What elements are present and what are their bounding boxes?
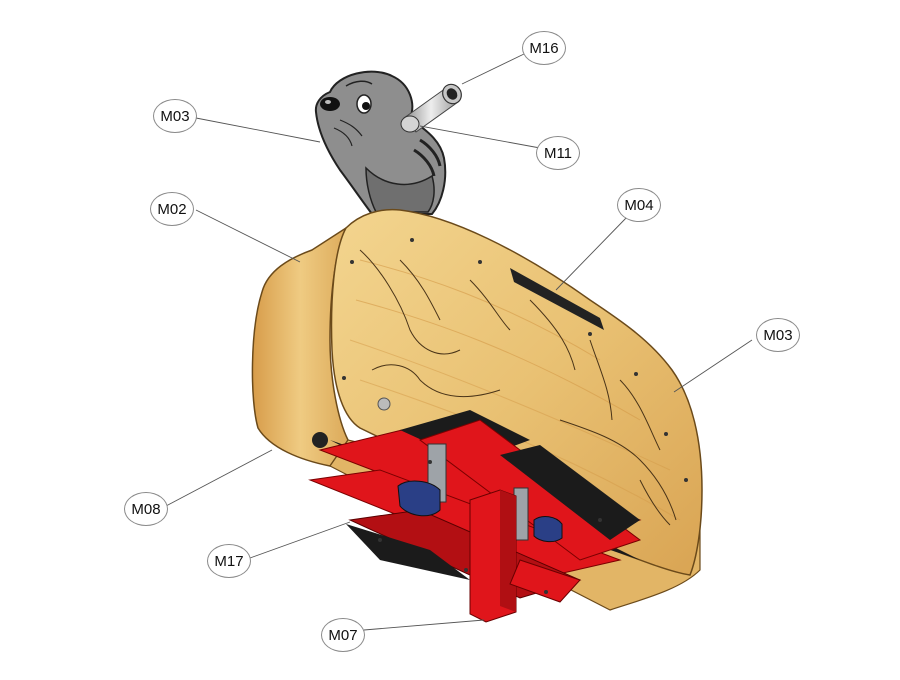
callout-m03-right: M03 xyxy=(756,318,800,352)
callout-label: M04 xyxy=(624,196,654,214)
leader-lines xyxy=(165,53,753,631)
callout-label: M11 xyxy=(543,144,573,162)
handle-bar xyxy=(400,83,462,133)
seal-head xyxy=(314,70,447,215)
callout-m16: M16 xyxy=(522,31,566,65)
callout-label: M03 xyxy=(160,107,190,125)
callout-label: M02 xyxy=(157,200,187,218)
callout-m03-top: M03 xyxy=(153,99,197,133)
steel-frame xyxy=(308,410,642,623)
callout-label: M17 xyxy=(214,552,244,570)
callout-m02: M02 xyxy=(150,192,194,226)
callout-label: M07 xyxy=(328,626,358,644)
callout-m17: M17 xyxy=(207,544,251,578)
callout-m11: M11 xyxy=(536,136,580,170)
callout-label: M08 xyxy=(131,500,161,518)
callout-m08: M08 xyxy=(124,492,168,526)
callout-label: M03 xyxy=(763,326,793,344)
callout-m07: M07 xyxy=(321,618,365,652)
callout-label: M16 xyxy=(529,39,559,57)
callout-m04: M04 xyxy=(617,188,661,222)
